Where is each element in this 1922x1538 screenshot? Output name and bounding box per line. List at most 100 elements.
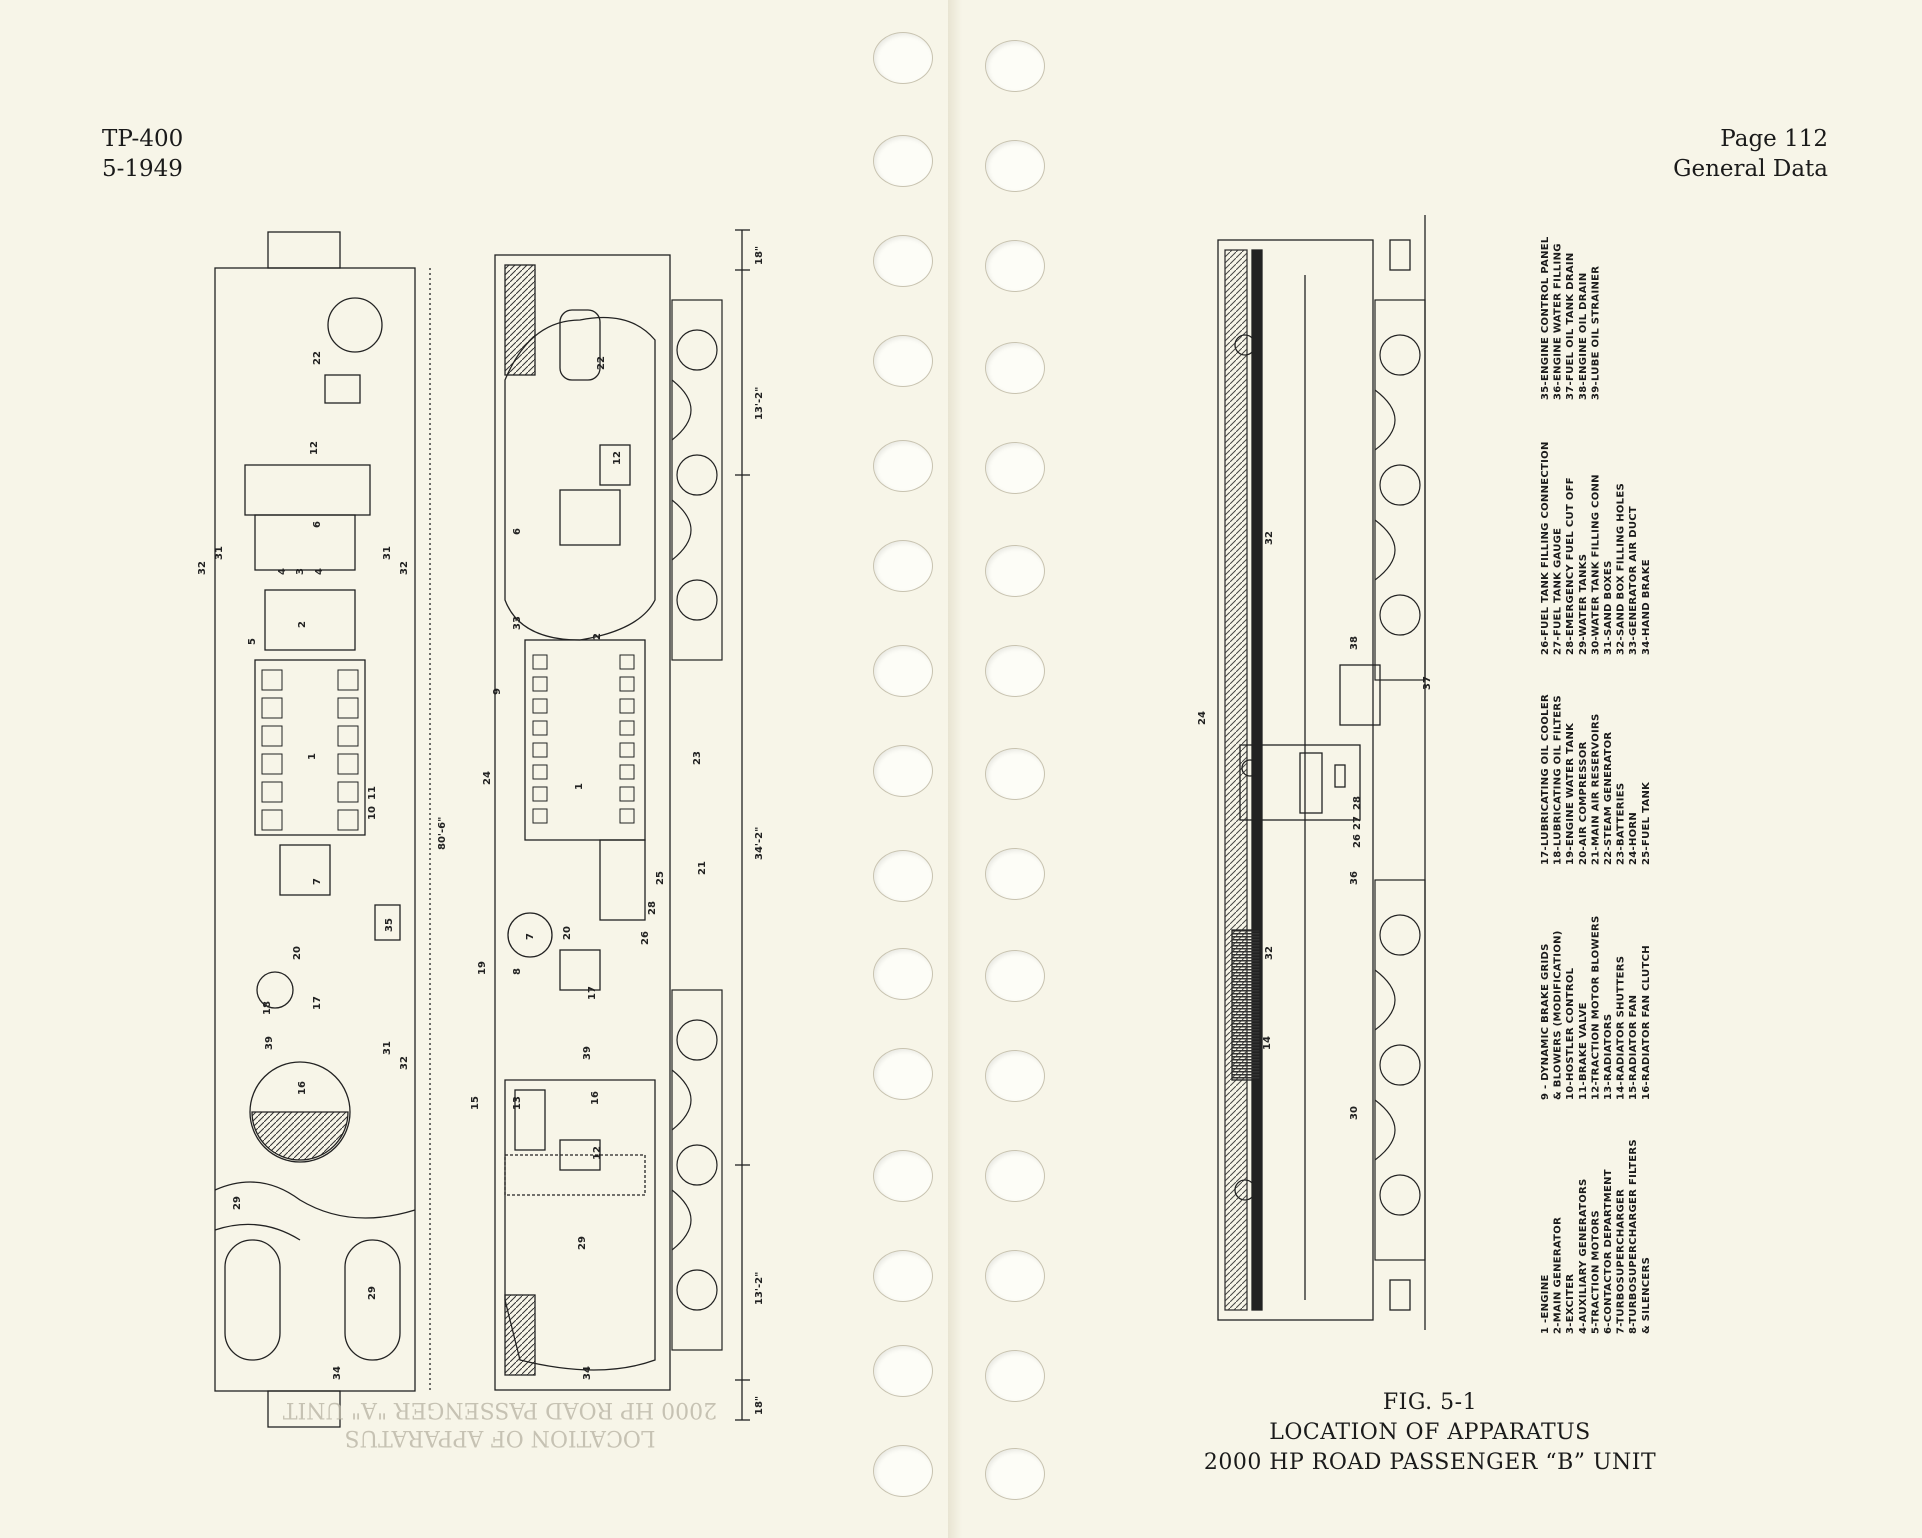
callout-label: 16 bbox=[297, 1081, 308, 1095]
callout-label: 6 bbox=[512, 528, 523, 535]
callout-label: 11 bbox=[367, 786, 378, 800]
bleedthrough-line: 2000 HP ROAD PASSENGER "A" UNIT bbox=[282, 1397, 718, 1422]
b-unit-callouts: 32 38 37 24 26 27 28 36 32 14 30 bbox=[1197, 531, 1433, 1120]
callout-label: 34 bbox=[332, 1366, 343, 1380]
punch-hole bbox=[873, 948, 933, 1000]
document-number: TP-400 bbox=[102, 126, 184, 152]
legend-item: 14-RADIATOR SHUTTERS bbox=[1615, 955, 1627, 1100]
callout-label: 28 bbox=[647, 901, 658, 915]
left-page bbox=[0, 0, 955, 1538]
callout-label: 20 bbox=[292, 946, 303, 960]
callout-label: 31 bbox=[382, 1041, 393, 1055]
punch-hole bbox=[873, 440, 933, 492]
figure-subtitle: 2000 HP ROAD PASSENGER “B” UNIT bbox=[1203, 1450, 1657, 1475]
legend-item: 5-TRACTION MOTORS bbox=[1590, 1210, 1602, 1334]
callout-label: 36 bbox=[1349, 871, 1360, 885]
legend-item: 31-SAND BOXES bbox=[1602, 560, 1614, 655]
punch-hole bbox=[873, 335, 933, 387]
legend-item: & SILENCERS bbox=[1640, 1256, 1652, 1334]
legend-item: 2-MAIN GENERATOR bbox=[1552, 1216, 1564, 1334]
legend-item: 12-TRACTION MOTOR BLOWERS bbox=[1590, 915, 1602, 1100]
callout-label: 19 bbox=[477, 961, 488, 975]
radiator-fan-shape bbox=[249, 1061, 351, 1163]
plan-coupler-bottom bbox=[267, 1390, 341, 1428]
callout-label: 23 bbox=[692, 751, 703, 765]
callout-label: 33 bbox=[512, 616, 523, 630]
document-date: 5-1949 bbox=[102, 156, 183, 182]
legend-item: 32-SAND BOX FILLING HOLES bbox=[1615, 483, 1627, 655]
legend-item: 36-ENGINE WATER FILLING bbox=[1552, 243, 1564, 400]
legend-item: 22-STEAM GENERATOR bbox=[1602, 731, 1614, 865]
figure-number: FIG. 5-1 bbox=[1382, 1390, 1478, 1415]
legend-item: 1 -ENGINE bbox=[1540, 1274, 1551, 1334]
legend-column-4: 26-FUEL TANK FILLING CONNECTION 27-FUEL … bbox=[1540, 441, 1653, 655]
steam-generator-shape bbox=[327, 297, 383, 353]
callout-label: 12 bbox=[309, 441, 320, 455]
punch-hole bbox=[985, 442, 1045, 494]
callout-label: 15 bbox=[470, 1096, 481, 1110]
punch-hole bbox=[873, 850, 933, 902]
punch-hole bbox=[873, 135, 933, 187]
callout-label: 2 bbox=[297, 621, 308, 628]
legend-item: 7-TURBOSUPERCHARGER bbox=[1615, 1188, 1627, 1334]
callout-label: 16 bbox=[590, 1091, 601, 1105]
callout-label: 24 bbox=[482, 771, 493, 785]
callout-label: 25 bbox=[655, 871, 666, 885]
callout-label: 2 bbox=[592, 633, 603, 640]
punch-hole bbox=[985, 950, 1045, 1002]
punch-hole bbox=[873, 235, 933, 287]
b-unit-truck-front bbox=[1374, 299, 1426, 681]
callout-label: 1 bbox=[307, 753, 318, 760]
callout-label: 20 bbox=[562, 926, 573, 940]
b-unit-door-panel bbox=[1239, 744, 1361, 821]
callout-label: 31 bbox=[214, 546, 225, 560]
punch-hole bbox=[985, 240, 1045, 292]
callout-label: 37 bbox=[1422, 676, 1433, 690]
legend-item: 23-BATTERIES bbox=[1615, 782, 1627, 865]
bleedthrough-caption: LOCATION OF APPARATUS 2000 HP ROAD PASSE… bbox=[220, 1395, 780, 1451]
section-title: General Data bbox=[1673, 156, 1828, 182]
callout-label: 26 bbox=[1352, 834, 1363, 848]
plan-callouts: 22 12 6 4 3 4 5 2 1 10 11 7 20 35 18 17 … bbox=[197, 351, 448, 1380]
callout-label: 7 bbox=[525, 933, 536, 940]
binding-gutter bbox=[948, 0, 962, 1538]
legend-item: & BLOWERS (MODIFICATION) bbox=[1552, 930, 1564, 1100]
plan-outline bbox=[214, 267, 416, 1392]
callout-label: 32 bbox=[1264, 946, 1275, 960]
legend-column-1: 1 -ENGINE 2-MAIN GENERATOR 3-EXCITER 4-A… bbox=[1540, 1139, 1653, 1334]
legend-item: 18-LUBRICATING OIL FILTERS bbox=[1552, 695, 1564, 865]
legend-item: 27-FUEL TANK GAUGE bbox=[1552, 527, 1564, 655]
legend-item: 25-FUEL TANK bbox=[1640, 781, 1652, 865]
callout-label: 3 bbox=[295, 568, 306, 575]
punch-hole bbox=[985, 1150, 1045, 1202]
legend-item: 4-AUXILIARY GENERATORS bbox=[1577, 1178, 1589, 1334]
truck-centers-dim: 34'-2" bbox=[754, 827, 765, 860]
legend-item: 38-ENGINE OIL DRAIN bbox=[1577, 272, 1589, 400]
callout-label: 4 bbox=[277, 568, 288, 575]
engine-shape bbox=[254, 659, 366, 836]
left-header: TP-400 5-1949 bbox=[102, 124, 183, 184]
left-punch-holes bbox=[873, 0, 933, 1538]
callout-label: 32 bbox=[197, 561, 208, 575]
b-unit-truck-rear bbox=[1374, 879, 1426, 1261]
callout-label: 22 bbox=[312, 351, 323, 365]
legend-item: 37-FUEL OIL TANK DRAIN bbox=[1565, 252, 1577, 400]
right-page bbox=[955, 0, 1922, 1538]
callout-label: 12 bbox=[612, 451, 623, 465]
callout-label: 27 bbox=[1352, 816, 1363, 830]
legend-item: 19-ENGINE WATER TANK bbox=[1565, 722, 1577, 865]
punch-hole bbox=[985, 1250, 1045, 1302]
legend-item: 15-RADIATOR FAN bbox=[1628, 994, 1640, 1100]
punch-hole bbox=[985, 645, 1045, 697]
callout-label: 29 bbox=[577, 1236, 588, 1250]
callout-label: 30 bbox=[1349, 1106, 1360, 1120]
plan-view-drawing bbox=[214, 231, 431, 1428]
legend-item: 21-MAIN AIR RESERVOIRS bbox=[1590, 713, 1602, 865]
a-unit-truck-front bbox=[671, 299, 723, 661]
punch-hole bbox=[985, 748, 1045, 800]
punch-hole bbox=[873, 540, 933, 592]
legend-item: 24-HORN bbox=[1628, 811, 1640, 865]
figure-title: LOCATION OF APPARATUS bbox=[1269, 1420, 1591, 1445]
bleedthrough-line: LOCATION OF APPARATUS bbox=[344, 1425, 656, 1450]
